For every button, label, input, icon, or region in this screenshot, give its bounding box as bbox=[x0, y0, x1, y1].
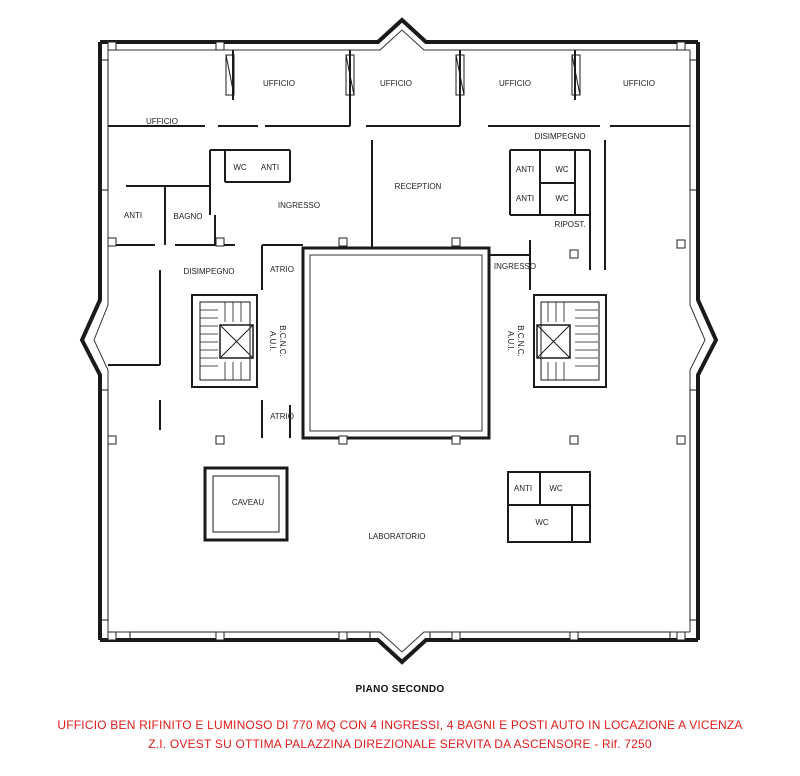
label-bagno: BAGNO bbox=[174, 212, 203, 221]
label-wc-bottom-2: WC bbox=[535, 518, 549, 527]
label-wc-bottom-1: WC bbox=[549, 484, 563, 493]
label-wc-r2: WC bbox=[555, 194, 569, 203]
label-wc-left: WC bbox=[233, 163, 247, 172]
label-reception: RECEPTION bbox=[395, 182, 442, 191]
label-atrio-bottom: ATRIO bbox=[270, 412, 294, 421]
label-ufficio-2: UFFICIO bbox=[263, 79, 295, 88]
label-ufficio-3: UFFICIO bbox=[380, 79, 412, 88]
label-ingresso-left: INGRESSO bbox=[278, 201, 320, 210]
label-ufficio-5: UFFICIO bbox=[623, 79, 655, 88]
bottom-wc-block bbox=[507, 471, 591, 543]
label-ufficio-1: UFFICIO bbox=[146, 117, 178, 126]
label-disimpegno-top: DISIMPEGNO bbox=[534, 132, 585, 141]
caveau-vault bbox=[203, 466, 289, 542]
floor-title: PIANO SECONDO bbox=[355, 684, 445, 695]
listing-caption-line-1: UFFICIO BEN RIFINITO E LUMINOSO DI 770 M… bbox=[57, 718, 743, 732]
label-caveau: CAVEAU bbox=[232, 498, 265, 507]
label-anti-left-small: ANTI bbox=[261, 163, 279, 172]
label-anti-bottom: ANTI bbox=[514, 484, 532, 493]
listing-caption-line-2: Z.I. OVEST SU OTTIMA PALAZZINA DIREZIONA… bbox=[148, 737, 652, 751]
windows bbox=[99, 54, 699, 641]
label-disimpegno-left: DISIMPEGNO bbox=[183, 267, 234, 276]
label-auli-right: A.U.I. bbox=[506, 331, 515, 351]
label-ripost: RIPOST. bbox=[554, 220, 585, 229]
interior-walls bbox=[108, 50, 690, 438]
label-ingresso-right: INGRESSO bbox=[494, 262, 536, 271]
floor-plan: UFFICIO UFFICIO UFFICIO UFFICIO UFFICIO … bbox=[79, 17, 719, 665]
central-core bbox=[301, 246, 491, 440]
label-anti-left: ANTI bbox=[124, 211, 142, 220]
room-labels: UFFICIO UFFICIO UFFICIO UFFICIO UFFICIO … bbox=[124, 79, 655, 541]
label-auli-left: A.U.I. bbox=[268, 331, 277, 351]
label-bcnc-right: B.C.N.C. bbox=[516, 325, 525, 357]
label-wc-r1: WC bbox=[555, 165, 569, 174]
left-stair-elevator bbox=[191, 294, 258, 388]
label-ufficio-4: UFFICIO bbox=[499, 79, 531, 88]
right-stair-elevator bbox=[533, 294, 607, 388]
label-laboratorio: LABORATORIO bbox=[368, 532, 425, 541]
label-anti-r1: ANTI bbox=[516, 165, 534, 174]
label-bcnc-left: B.C.N.C. bbox=[278, 325, 287, 357]
label-atrio-top: ATRIO bbox=[270, 265, 294, 274]
structural-columns bbox=[107, 41, 686, 641]
label-anti-r2: ANTI bbox=[516, 194, 534, 203]
